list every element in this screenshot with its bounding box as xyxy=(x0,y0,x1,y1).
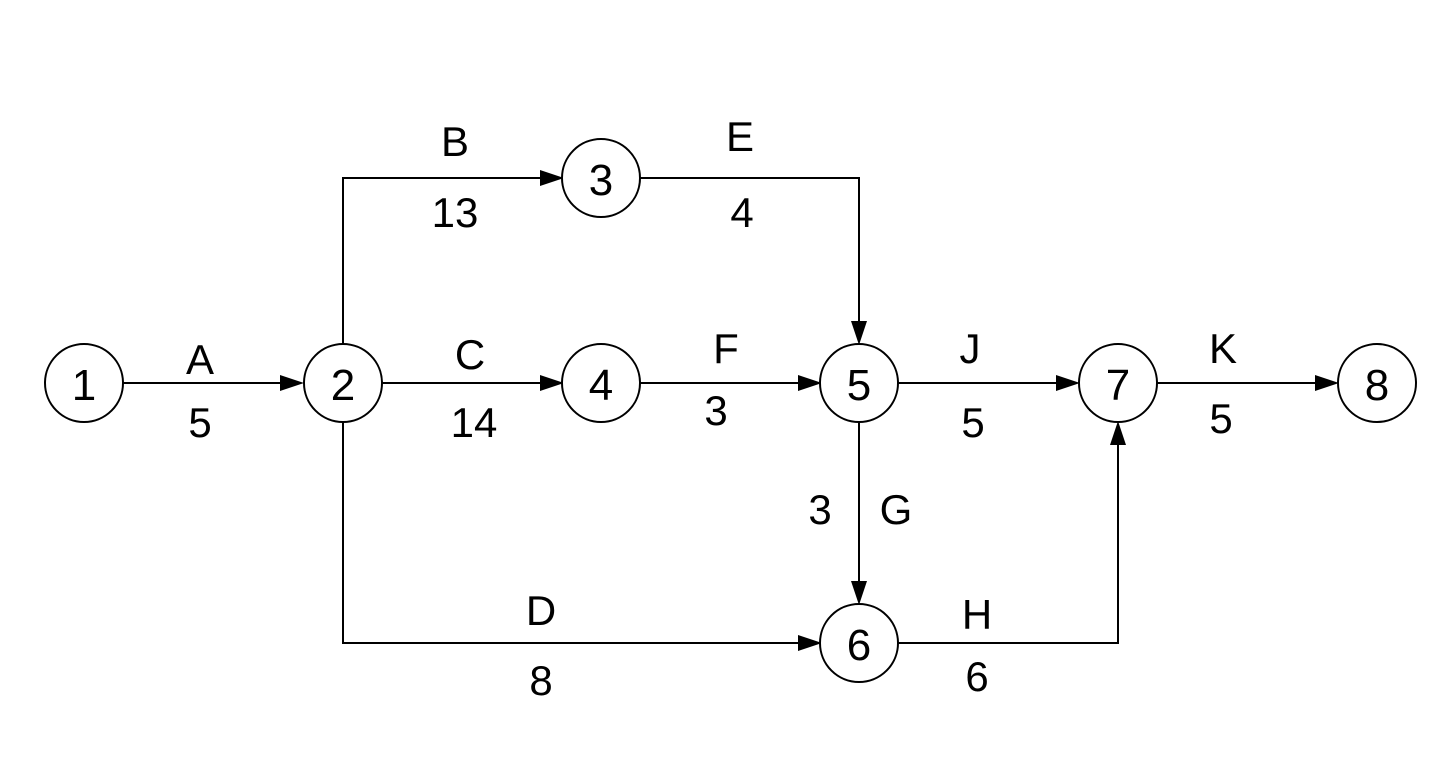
activity-labels: A 5 B 13 C 14 D 8 E 4 F 3 3 G J 5 H 6 K … xyxy=(186,113,1237,704)
activity-j-duration: 5 xyxy=(961,399,984,446)
activity-c-name: C xyxy=(455,331,485,378)
node-6: 6 xyxy=(819,603,899,683)
node-circle xyxy=(561,343,641,423)
node-label: 3 xyxy=(589,156,613,205)
activity-h-name: H xyxy=(962,591,992,638)
edge-a-arrowhead xyxy=(280,375,304,391)
activity-a-duration: 5 xyxy=(188,399,211,446)
edge-d-arrowhead xyxy=(798,635,822,651)
node-circle xyxy=(819,603,899,683)
edge-k-arrowhead xyxy=(1315,375,1339,391)
activity-c-duration: 14 xyxy=(451,399,498,446)
edge-b-arrowhead xyxy=(540,170,564,186)
activity-k-name: K xyxy=(1209,325,1237,372)
node-label: 7 xyxy=(1106,361,1130,410)
activity-d-name: D xyxy=(526,587,556,634)
activity-j-name: J xyxy=(960,325,981,372)
node-2: 2 xyxy=(303,343,383,423)
activity-h-duration: 6 xyxy=(965,653,988,700)
node-circle xyxy=(561,138,641,218)
node-circle xyxy=(1078,343,1158,423)
node-circle xyxy=(303,343,383,423)
edge-e-arrowhead xyxy=(851,321,867,345)
arrowheads xyxy=(280,170,1339,651)
node-5: 5 xyxy=(819,343,899,423)
edge-c-arrowhead xyxy=(540,375,564,391)
edge-b-line xyxy=(342,177,548,344)
node-label: 2 xyxy=(331,361,355,410)
activity-a-name: A xyxy=(186,336,214,383)
activity-g-duration: 3 xyxy=(808,486,831,533)
node-3: 3 xyxy=(561,138,641,218)
node-7: 7 xyxy=(1078,343,1158,423)
edge-h-arrowhead xyxy=(1110,421,1126,445)
activity-e-duration: 4 xyxy=(730,189,753,236)
node-circle xyxy=(819,343,899,423)
node-circle xyxy=(44,343,124,423)
edge-e-line xyxy=(640,177,860,329)
activity-e-name: E xyxy=(726,113,754,160)
activity-g-name: G xyxy=(880,486,913,533)
edges xyxy=(123,177,1323,644)
edge-g-arrowhead xyxy=(851,581,867,605)
node-label: 6 xyxy=(847,621,871,670)
node-1: 1 xyxy=(44,343,124,423)
activity-b-duration: 13 xyxy=(432,189,479,236)
activity-f-name: F xyxy=(713,325,739,372)
edge-h-line xyxy=(898,437,1119,644)
nodes: 1 2 3 4 5 6 7 8 xyxy=(44,138,1417,683)
node-circle xyxy=(1337,343,1417,423)
edge-j-arrowhead xyxy=(1056,375,1080,391)
edge-f-arrowhead xyxy=(798,375,822,391)
node-label: 4 xyxy=(589,361,613,410)
node-4: 4 xyxy=(561,343,641,423)
activity-k-duration: 5 xyxy=(1209,395,1232,442)
activity-b-name: B xyxy=(441,118,469,165)
activity-f-duration: 3 xyxy=(704,387,727,434)
node-label: 5 xyxy=(847,361,871,410)
activity-d-duration: 8 xyxy=(529,657,552,704)
node-8: 8 xyxy=(1337,343,1417,423)
node-label: 8 xyxy=(1365,361,1389,410)
edge-d-line xyxy=(342,422,806,644)
node-label: 1 xyxy=(72,361,96,410)
